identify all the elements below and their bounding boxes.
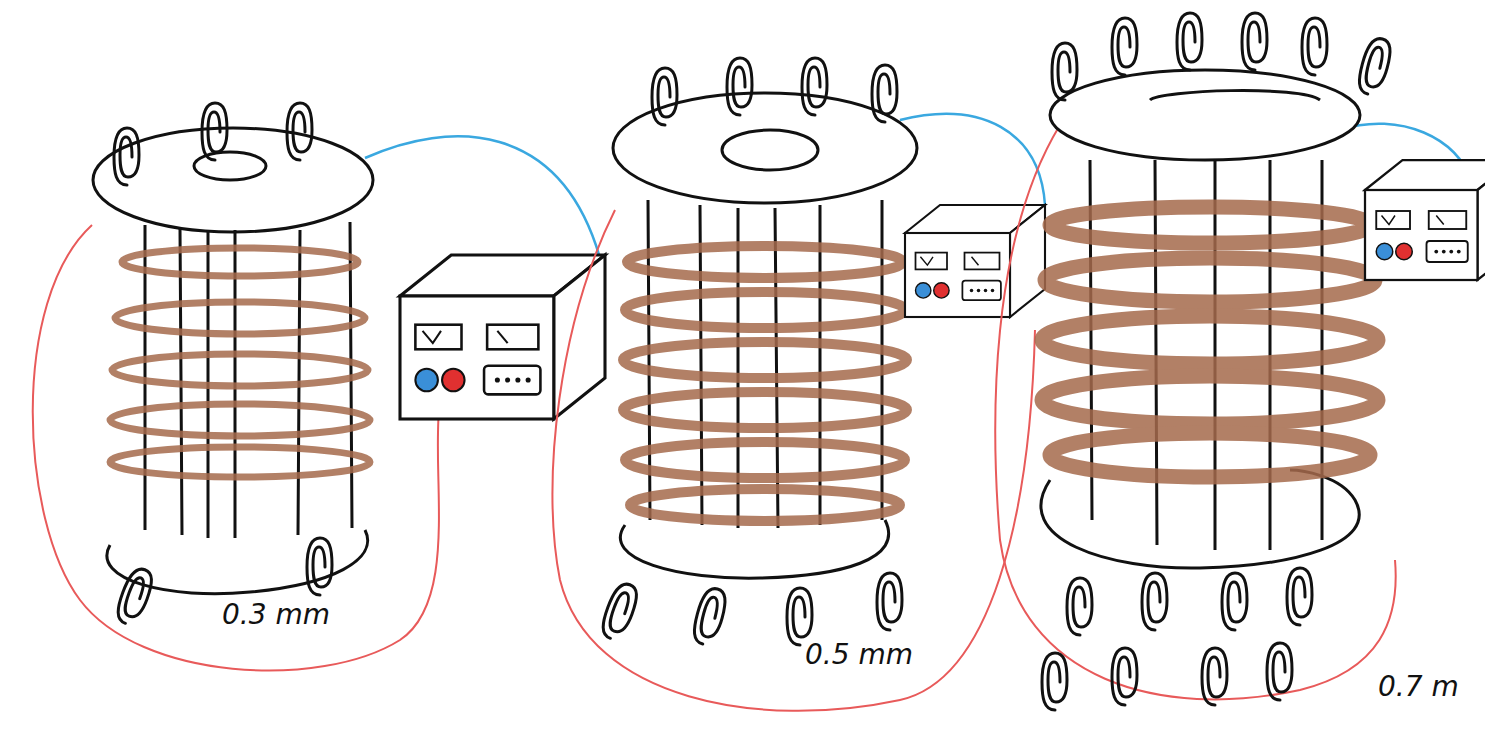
wire-diameter-label: 0.3 mm bbox=[222, 600, 330, 631]
wire-diameter-label: 0.7 m bbox=[1378, 672, 1459, 703]
wire-diameter-label: 0.5 mm bbox=[805, 640, 913, 671]
